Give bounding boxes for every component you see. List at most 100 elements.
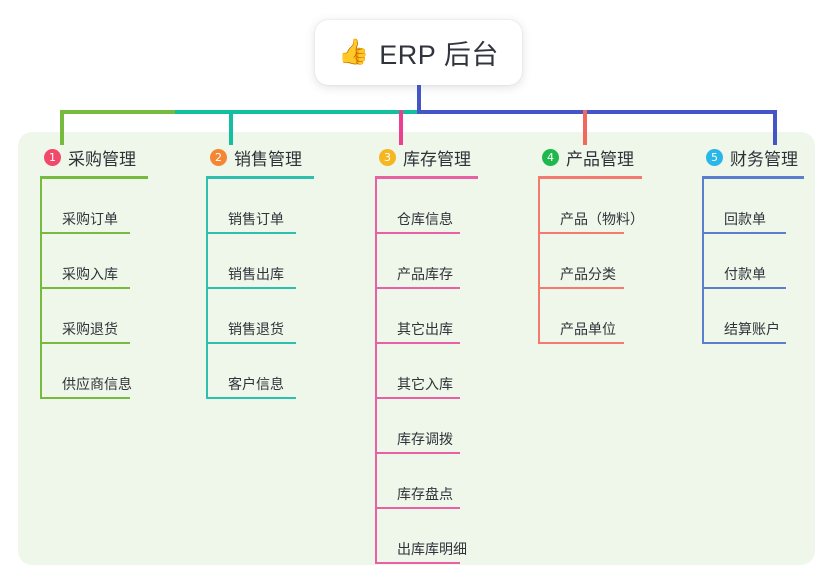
leaf-item-rule — [538, 342, 624, 344]
leaf-item-rule — [206, 342, 296, 344]
drop-column-4 — [583, 110, 587, 145]
leaf-item-label: 其它出库 — [397, 321, 453, 337]
column-title: 采购管理 — [68, 149, 136, 169]
leaf-item[interactable]: 采购订单 — [40, 179, 148, 234]
column-finance: 5 财务管理回款单付款单结算账户 — [702, 144, 804, 344]
trunk-connector — [417, 85, 421, 112]
leaf-list-sales: 销售订单销售出库销售退货客户信息 — [206, 179, 314, 399]
drop-column-3 — [399, 110, 403, 145]
leaf-item-label: 产品（物料） — [560, 211, 644, 227]
leaf-item-label: 采购入库 — [62, 266, 118, 282]
leaf-item[interactable]: 产品（物料） — [538, 179, 644, 234]
column-sales: 2 销售管理销售订单销售出库销售退货客户信息 — [206, 144, 314, 399]
leaf-item-rule — [375, 397, 460, 399]
column-rail — [206, 179, 208, 399]
leaf-item-label: 出库库明细 — [397, 541, 467, 557]
leaf-item-label: 库存盘点 — [397, 486, 453, 502]
leaf-item[interactable]: 销售出库 — [206, 234, 314, 289]
column-header-sales[interactable]: 2 销售管理 — [206, 144, 314, 170]
leaf-item[interactable]: 产品库存 — [375, 234, 478, 289]
leaf-item-label: 其它入库 — [397, 376, 453, 392]
leaf-item[interactable]: 其它出库 — [375, 289, 478, 344]
leaf-item[interactable]: 库存盘点 — [375, 454, 478, 509]
column-header-inventory[interactable]: 3 库存管理 — [375, 144, 478, 170]
leaf-item[interactable]: 出库库明细 — [375, 509, 478, 564]
column-header-rule — [702, 176, 804, 179]
leaf-item-label: 销售出库 — [228, 266, 284, 282]
leaf-item-rule — [538, 232, 624, 234]
leaf-item-rule — [40, 342, 130, 344]
column-title: 库存管理 — [403, 149, 471, 169]
column-rail — [40, 179, 42, 399]
root-node-title: ERP 后台 — [379, 40, 499, 70]
leaf-item[interactable]: 客户信息 — [206, 344, 314, 399]
bus-segment-teal — [175, 110, 419, 114]
column-number-badge: 2 — [210, 148, 227, 166]
leaf-item-rule — [40, 397, 130, 399]
leaf-item[interactable]: 库存调拨 — [375, 399, 478, 454]
leaf-item[interactable]: 产品分类 — [538, 234, 642, 289]
leaf-item-rule — [702, 287, 786, 289]
leaf-item[interactable]: 采购退货 — [40, 289, 148, 344]
leaf-item[interactable]: 付款单 — [702, 234, 804, 289]
leaf-item-label: 采购订单 — [62, 211, 118, 227]
leaf-item-label: 产品单位 — [560, 321, 616, 337]
leaf-item-rule — [375, 562, 460, 564]
leaf-item-rule — [40, 287, 130, 289]
root-node[interactable]: 👍 ERP 后台 — [315, 20, 522, 85]
leaf-item[interactable]: 仓库信息 — [375, 179, 478, 234]
leaf-item[interactable]: 销售订单 — [206, 179, 314, 234]
leaf-item-label: 仓库信息 — [397, 211, 453, 227]
leaf-item[interactable]: 产品单位 — [538, 289, 642, 344]
leaf-item-rule — [206, 397, 296, 399]
column-header-rule — [375, 176, 478, 179]
column-number-badge: 5 — [706, 148, 723, 166]
leaf-item-rule — [375, 342, 460, 344]
leaf-item-rule — [702, 342, 786, 344]
leaf-item-rule — [206, 287, 296, 289]
leaf-list-inventory: 仓库信息产品库存其它出库其它入库库存调拨库存盘点出库库明细 — [375, 179, 478, 564]
leaf-item-label: 供应商信息 — [62, 376, 132, 392]
leaf-item[interactable]: 供应商信息 — [40, 344, 148, 399]
leaf-item-rule — [375, 452, 460, 454]
leaf-item[interactable]: 回款单 — [702, 179, 804, 234]
leaf-item-rule — [375, 507, 460, 509]
column-title: 销售管理 — [234, 149, 302, 169]
leaf-item-label: 销售订单 — [228, 211, 284, 227]
column-header-rule — [538, 176, 642, 179]
leaf-item[interactable]: 结算账户 — [702, 289, 804, 344]
drop-column-5 — [773, 110, 777, 145]
leaf-item-label: 回款单 — [724, 211, 766, 227]
leaf-item-label: 产品库存 — [397, 266, 453, 282]
leaf-item-rule — [538, 287, 624, 289]
leaf-item-label: 付款单 — [724, 266, 766, 282]
root-node-content: 👍 ERP 后台 — [338, 33, 499, 72]
column-title: 产品管理 — [566, 149, 634, 169]
leaf-item[interactable]: 其它入库 — [375, 344, 478, 399]
column-product: 4 产品管理产品（物料） 产品分类产品单位 — [538, 144, 644, 344]
column-header-product[interactable]: 4 产品管理 — [538, 144, 642, 170]
leaf-item-rule — [40, 232, 130, 234]
column-rail — [538, 179, 540, 344]
leaf-item-label: 客户信息 — [228, 376, 284, 392]
drop-column-2 — [229, 110, 233, 145]
column-number-badge: 3 — [379, 148, 396, 166]
column-title: 财务管理 — [730, 149, 798, 169]
thumbs-up-icon: 👍 — [338, 38, 370, 66]
leaf-item[interactable]: 销售退货 — [206, 289, 314, 344]
column-number-badge: 4 — [542, 148, 559, 166]
leaf-item-label: 库存调拨 — [397, 431, 453, 447]
leaf-item-label: 结算账户 — [724, 321, 780, 337]
leaf-item-label: 产品分类 — [560, 266, 616, 282]
leaf-item[interactable]: 采购入库 — [40, 234, 148, 289]
bus-segment-indigo — [417, 110, 775, 114]
leaf-list-product: 产品（物料） 产品分类产品单位 — [538, 179, 644, 344]
column-header-finance[interactable]: 5 财务管理 — [702, 144, 804, 170]
bus-segment-green — [60, 110, 175, 114]
leaf-item-rule — [375, 232, 460, 234]
leaf-item-label: 销售退货 — [228, 321, 284, 337]
column-inventory: 3 库存管理仓库信息产品库存其它出库其它入库库存调拨库存盘点出库库明细 — [375, 144, 478, 564]
